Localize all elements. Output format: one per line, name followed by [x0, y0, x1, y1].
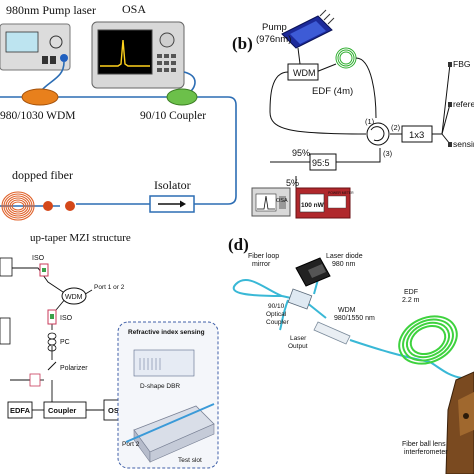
splice-point-1 — [43, 201, 53, 211]
circulator-arrow-icon — [370, 126, 385, 142]
panel-b-fibers — [269, 47, 451, 190]
panel-c: up-taper MZI structure ISO WDM Port 1 or… — [0, 232, 219, 469]
coupler-component — [166, 88, 198, 106]
splitter-box — [401, 125, 433, 143]
inset-fiber — [125, 403, 215, 443]
wdm-component — [21, 88, 59, 106]
panel-c-osa-label: OSA — [108, 406, 125, 415]
fiber-label: dopped fiber — [12, 168, 73, 182]
power-meter-device — [295, 187, 351, 219]
panel-c-side-component — [29, 373, 41, 387]
panel-c-coupler-box — [43, 401, 87, 419]
panel-d-wdm-label-1: WDM — [338, 307, 356, 314]
panel-c-left-box-2 — [0, 317, 11, 345]
pump-wavelength-label: (976nm) — [256, 34, 291, 45]
coupler-95-label: 95% — [292, 148, 310, 158]
panel-b: (b) Pump (976nm) WDM — [232, 9, 474, 219]
panel-b-osa-device — [251, 187, 291, 217]
edf-coil — [335, 47, 357, 69]
pump-laser-device — [0, 23, 71, 71]
pump-chip-icon — [281, 9, 335, 49]
iso-bottom-label: ISO — [60, 315, 73, 322]
pump-label: Pump — [262, 22, 287, 33]
panel-d-coupler-label-2: Optical — [266, 311, 287, 318]
laser-diode-label: Laser diode — [326, 253, 363, 260]
panel-d-wdm-label-2: 980/1550 nm — [334, 315, 375, 322]
laser-diode-wavelength: 980 nm — [332, 261, 356, 268]
circulator-port-2: (2) — [391, 123, 401, 132]
refractive-index-inset — [117, 321, 219, 469]
output-sensing-label: sensing — [453, 139, 474, 149]
power-meter-label: POWER METER — [328, 191, 354, 195]
inset-slot-label: Test slot — [178, 457, 202, 464]
isolator-arrowhead-icon — [180, 200, 186, 208]
panel-c-fibers — [10, 267, 104, 411]
panel-d-coupler-label-3: Coupler — [266, 319, 290, 326]
coupler-label: 90/10 Coupler — [140, 110, 206, 122]
iso-bottom-marker — [50, 314, 54, 319]
splice-point-2 — [65, 201, 75, 211]
inset-grating-lines — [139, 358, 161, 370]
coupler-95-5-box — [309, 153, 337, 171]
panel-c-left-box-1 — [0, 257, 13, 277]
fiber-ball-lens-device — [445, 371, 474, 474]
polarizer-icon — [47, 361, 57, 371]
wdm-label: 980/1030 WDM — [0, 110, 76, 122]
panel-b-osa-label: OSA — [276, 198, 288, 204]
power-meter-value: 100 nW — [301, 202, 325, 209]
polarization-controller-icon — [47, 332, 57, 352]
laser-output-label-1: Laser — [290, 335, 307, 342]
panel-b-wdm-label: WDM — [293, 68, 316, 78]
edf-length-label-2: 2.2 m — [402, 297, 420, 304]
inset-substrate-front — [149, 423, 215, 463]
panel-c-title: up-taper MZI structure — [30, 232, 131, 244]
panel-d: (d) — [228, 235, 474, 474]
edf-to-circulator-fiber — [355, 57, 377, 119]
panel-d-edf-coil — [398, 315, 458, 365]
fiber-loop-label-2: mirror — [252, 261, 271, 268]
circulator-port-3: (3) — [383, 149, 393, 158]
coupler-ratio-label: 95:5 — [312, 158, 330, 168]
isolator-label: Isolator — [154, 178, 191, 192]
iso-top-label: ISO — [32, 255, 45, 262]
fiber-loop-label: Fiber loop — [248, 253, 279, 260]
panel-d-coupler-label-1: 90/10 — [268, 303, 285, 310]
output-fbg-label: FBG — [453, 59, 470, 69]
port-label: Port 1 or 2 — [94, 284, 125, 291]
panel-b-letter: (b) — [232, 34, 253, 53]
panel-b-wdm-box — [287, 63, 319, 81]
coupler-5-label: 5% — [286, 178, 299, 188]
inset-title: Refractive index sensing — [128, 329, 205, 336]
inset-port-label: Port 2 — [122, 441, 140, 448]
panel-c-coupler-label: Coupler — [48, 406, 76, 415]
fiber-ball-lens-label-1: Fiber ball lens — [402, 441, 446, 448]
panel-d-coupler — [287, 288, 313, 310]
panel-d-letter: (d) — [228, 235, 249, 254]
panel-c-wdm — [61, 287, 87, 305]
pc-label: PC — [60, 339, 70, 346]
edfa-box — [7, 401, 33, 419]
output-reference-label: reference — [453, 99, 474, 109]
edf-length-label-1: EDF — [404, 289, 418, 296]
output-connectors — [448, 62, 452, 147]
pump-laser-label: 980nm Pump laser — [6, 3, 96, 17]
panel-d-wdm — [313, 321, 351, 345]
inset-dbr-label: D-shape DBR — [140, 383, 180, 390]
osa-label: OSA — [122, 2, 146, 16]
osa-device — [91, 21, 185, 89]
laser-diode-device — [295, 257, 331, 287]
doped-fiber-coil — [1, 191, 35, 221]
polarizer-label: Polarizer — [60, 365, 88, 372]
edf-label: EDF (4m) — [312, 86, 353, 97]
panel-c-wdm-label: WDM — [65, 294, 83, 301]
edfa-label: EDFA — [10, 406, 31, 415]
inset-dbr-zoom — [133, 349, 195, 377]
fiber-ball-lens-label-2: interferometer — [404, 449, 448, 456]
splitter-label: 1x3 — [409, 130, 424, 141]
iso-top-marker — [42, 268, 46, 272]
laser-output-label-2: Output — [288, 343, 308, 350]
panel-a: 980nm Pump laser OSA 980/1030 WDM — [0, 2, 237, 221]
circulator-port-1: (1) — [365, 117, 375, 126]
